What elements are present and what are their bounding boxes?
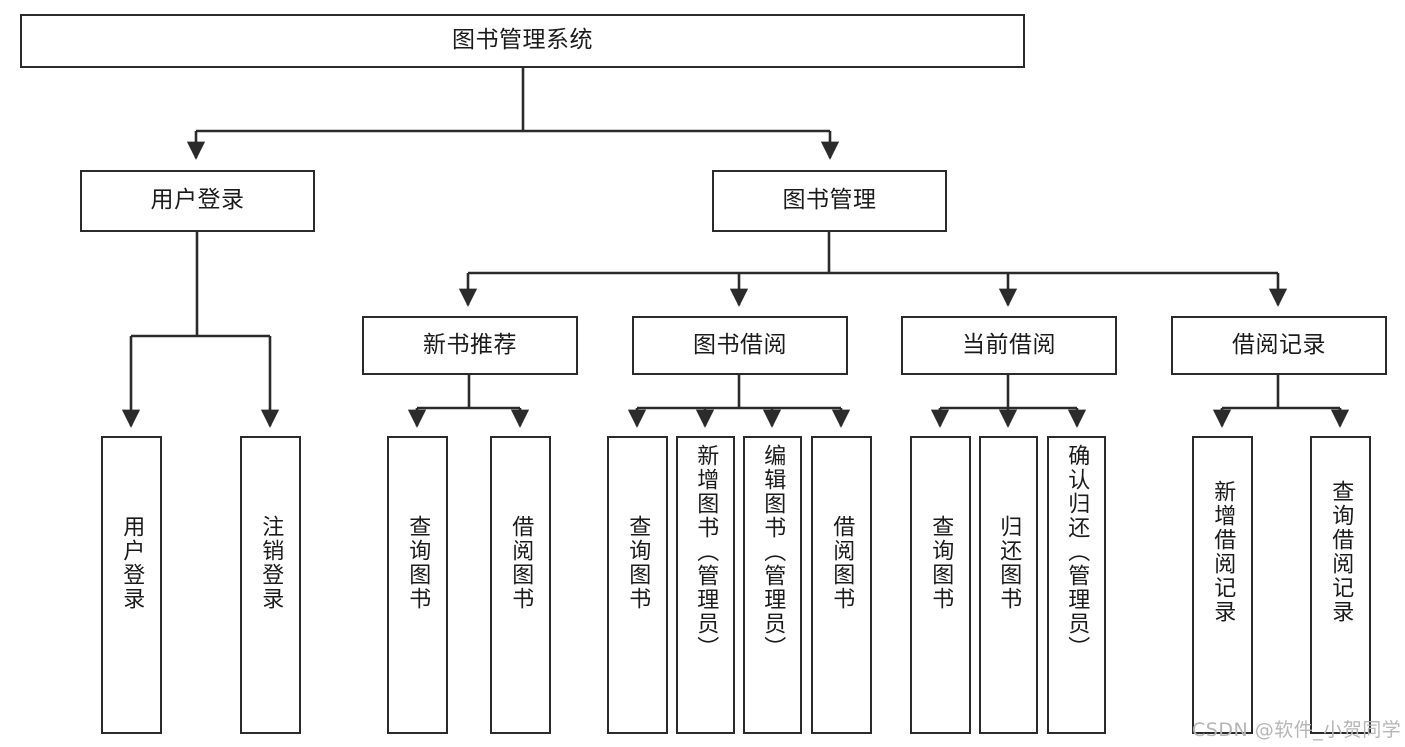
node-current-borrow-label: 当前借阅 [962,331,1056,358]
node-current-borrow[interactable]: 当前借阅 [901,316,1117,375]
leaf-edit-book-label: 编辑图书（管理员） [760,444,786,660]
leaf-query-record-label: 查询借阅记录 [1328,480,1354,624]
leaf-user-login[interactable]: 用户登录 [101,436,162,734]
leaf-user-login-label: 用户登录 [119,515,145,611]
leaf-return-book-label: 归还图书 [996,515,1022,611]
leaf-edit-book[interactable]: 编辑图书（管理员） [743,436,802,734]
leaf-add-record[interactable]: 新增借阅记录 [1192,436,1253,734]
leaf-query-record[interactable]: 查询借阅记录 [1310,436,1371,734]
leaf-query-book-1[interactable]: 查询图书 [387,436,448,734]
node-root[interactable]: 图书管理系统 [20,14,1025,68]
node-book-manage-label: 图书管理 [782,187,877,214]
leaf-confirm-return[interactable]: 确认归还（管理员） [1047,436,1106,734]
leaf-logout[interactable]: 注销登录 [240,436,301,734]
node-book-borrow-label: 图书借阅 [693,331,787,358]
leaf-query-book-3[interactable]: 查询图书 [910,436,971,734]
leaf-borrow-book-1-label: 借阅图书 [508,515,534,611]
leaf-query-book-3-label: 查询图书 [928,515,954,611]
node-borrow-record[interactable]: 借阅记录 [1171,316,1387,375]
leaf-query-book-2-label: 查询图书 [625,515,651,611]
node-book-manage[interactable]: 图书管理 [712,170,947,232]
leaf-add-book-label: 新增图书（管理员） [693,444,719,660]
leaf-add-book[interactable]: 新增图书（管理员） [676,436,735,734]
watermark-text: CSDN @软件_小贺同学 [1192,719,1402,741]
node-root-label: 图书管理系统 [452,27,593,54]
leaf-query-book-2[interactable]: 查询图书 [607,436,668,734]
node-new-book-recommend[interactable]: 新书推荐 [362,316,578,375]
leaf-borrow-book-2[interactable]: 借阅图书 [811,436,872,734]
node-new-book-recommend-label: 新书推荐 [423,331,517,358]
leaf-borrow-book-1[interactable]: 借阅图书 [490,436,551,734]
leaf-return-book[interactable]: 归还图书 [979,436,1038,734]
node-book-borrow[interactable]: 图书借阅 [632,316,848,375]
leaf-query-book-1-label: 查询图书 [405,515,431,611]
leaf-confirm-return-label: 确认归还（管理员） [1064,444,1090,660]
leaf-logout-label: 注销登录 [258,515,284,611]
node-user-login[interactable]: 用户登录 [80,170,315,232]
node-borrow-record-label: 借阅记录 [1232,331,1326,358]
node-user-login-label: 用户登录 [150,187,245,214]
leaf-add-record-label: 新增借阅记录 [1210,480,1236,624]
leaf-borrow-book-2-label: 借阅图书 [829,515,855,611]
